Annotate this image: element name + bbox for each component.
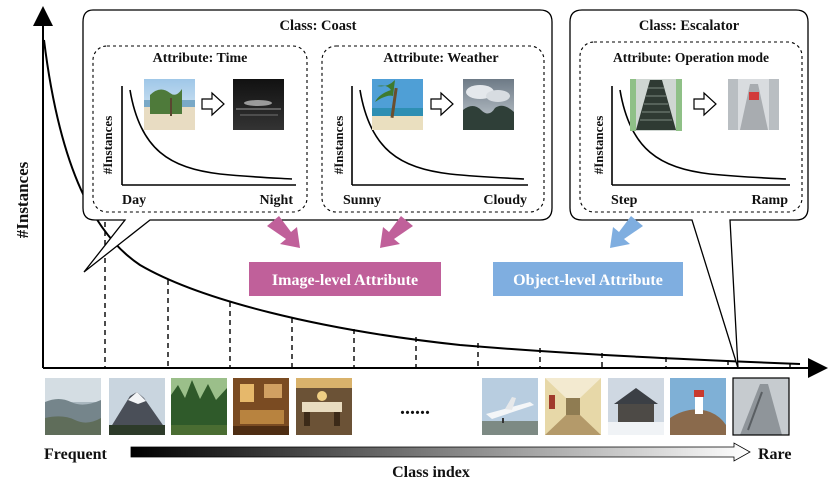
thumbnail-lighthouse (670, 378, 726, 435)
escalator-class-title: Class: Escalator (639, 18, 740, 34)
day-beach-photo (144, 79, 195, 130)
weather-y-label: #Instances (331, 116, 346, 175)
weather-distribution-curve (359, 89, 525, 180)
class-index-gradient-arrow (130, 442, 751, 462)
thumbnail-mountain (109, 378, 165, 435)
thumbnail-escalator (732, 377, 790, 436)
y-axis-label: #Instances (13, 161, 32, 238)
escalator-callout: Class: Escalator Attribute: Operation mo… (569, 9, 809, 369)
weather-attribute-title: Attribute: Weather (383, 51, 498, 66)
thumbnail-coast (45, 378, 101, 435)
thumbnail-corridor (545, 378, 601, 435)
coast-class-title: Class: Coast (280, 18, 357, 34)
time-y-label: #Instances (100, 116, 115, 175)
class-index-label: Class index (392, 464, 470, 481)
operation-mode-attribute-title: Attribute: Operation mode (613, 50, 769, 65)
weather-attribute-box (321, 45, 545, 213)
operation-mode-left-value: Step (611, 193, 638, 208)
thumbnail-cabin (608, 378, 664, 435)
object-level-badge: Object-level Attribute (493, 262, 683, 296)
ramp-escalator-photo (728, 79, 779, 130)
object-level-badge-bg (493, 262, 683, 296)
cloudy-coast-photo (463, 79, 514, 130)
sunny-beach-photo (372, 79, 423, 130)
time-left-value: Day (122, 193, 146, 208)
operation-mode-y-label: #Instances (591, 116, 606, 175)
operation-mode-attribute-box (579, 41, 803, 213)
thumbnail-ellipsis: ...... (400, 397, 430, 419)
time-distribution-curve (129, 89, 293, 180)
step-escalator-photo (630, 79, 682, 131)
weather-right-value: Cloudy (483, 193, 527, 208)
night-coast-photo (233, 79, 284, 130)
thumbnail-hotel-room (233, 378, 289, 435)
thumbnail-forest (171, 378, 227, 435)
weather-left-value: Sunny (343, 193, 381, 208)
image-level-badge-bg (249, 262, 441, 296)
weather-transition-arrow (430, 91, 454, 117)
image-level-arrows (267, 216, 413, 248)
object-level-arrow (610, 216, 643, 248)
operation-mode-transition-arrow (693, 91, 717, 117)
frequent-label: Frequent (44, 446, 107, 463)
time-attribute-title: Attribute: Time (153, 51, 248, 66)
rare-label: Rare (758, 446, 791, 463)
time-transition-arrow (201, 91, 225, 117)
coast-callout: Class: Coast Attribute: Time #Instances … (82, 9, 553, 273)
image-level-badge: Image-level Attribute (249, 262, 441, 296)
thumbnail-airplane (482, 378, 538, 435)
thumbnail-restaurant (296, 378, 352, 435)
time-attribute-box (92, 45, 308, 213)
object-level-badge-label: Object-level Attribute (513, 272, 663, 289)
time-right-value: Night (260, 193, 294, 208)
operation-mode-right-value: Ramp (751, 193, 788, 208)
class-drop-lines (104, 222, 791, 368)
image-level-badge-label: Image-level Attribute (272, 272, 418, 289)
